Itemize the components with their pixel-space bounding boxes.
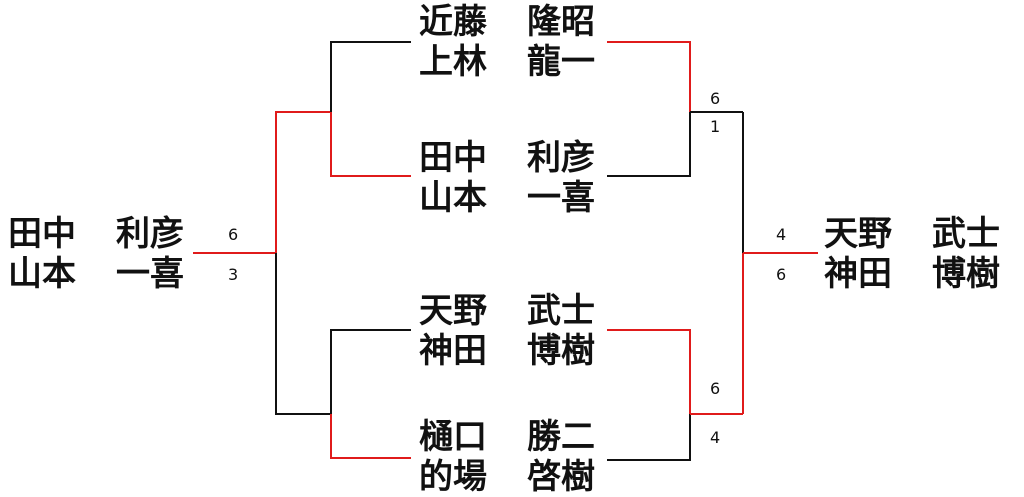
team-r1-bottom: 樋口勝二 的場啓樹 [419, 417, 619, 497]
player-given-name: 武士 [932, 214, 1000, 254]
player-given-name: 博樹 [932, 254, 1000, 294]
team-champion-left: 田中利彦 山本一喜 [8, 214, 208, 294]
player-surname: 山本 [419, 178, 487, 218]
score-final-left-bottom: 3 [228, 265, 239, 284]
team-right-finalist: 天野武士 神田博樹 [824, 214, 1024, 294]
player-surname: 樋口 [419, 417, 487, 457]
player-given-name: 龍一 [527, 42, 595, 82]
player-surname: 神田 [824, 254, 892, 294]
player-surname: 神田 [419, 331, 487, 371]
score-semi-bottom-upper: 6 [710, 379, 721, 398]
player-given-name: 利彦 [116, 214, 184, 254]
upper-pair-top-line [330, 41, 411, 112]
player-surname: 山本 [8, 254, 76, 294]
team-r1-top: 近藤隆昭 上林龍一 [419, 2, 619, 82]
player-given-name: 利彦 [527, 138, 595, 178]
lower-pair-bottom-line [330, 414, 411, 459]
player-given-name: 武士 [527, 291, 595, 331]
team-r1-second: 田中利彦 山本一喜 [419, 138, 619, 218]
upper-right-top-line [607, 41, 691, 112]
lower-right-top-line [607, 329, 691, 414]
left-bracket-lower-spine [275, 253, 331, 415]
player-given-name: 隆昭 [527, 2, 595, 42]
score-right-final-upper: 4 [776, 225, 787, 244]
player-surname: 田中 [8, 214, 76, 254]
score-right-final-lower: 6 [776, 265, 787, 284]
player-surname: 天野 [419, 291, 487, 331]
lower-right-bottom-line [607, 414, 691, 461]
player-surname: 的場 [419, 457, 487, 497]
left-bracket-upper-spine [275, 111, 331, 253]
player-given-name: 一喜 [527, 178, 595, 218]
player-given-name: 博樹 [527, 331, 595, 371]
upper-right-bottom-line [607, 112, 691, 177]
player-surname: 近藤 [419, 2, 487, 42]
player-given-name: 啓樹 [527, 457, 595, 497]
score-final-left-top: 6 [228, 225, 239, 244]
score-semi-top-upper: 6 [710, 89, 721, 108]
lower-pair-top-line [330, 329, 411, 414]
player-surname: 上林 [419, 42, 487, 82]
player-given-name: 勝二 [527, 417, 595, 457]
player-given-name: 一喜 [116, 254, 184, 294]
score-semi-bottom-lower: 4 [710, 428, 721, 447]
player-surname: 田中 [419, 138, 487, 178]
team-r1-third: 天野武士 神田博樹 [419, 291, 619, 371]
score-semi-top-lower: 1 [710, 117, 721, 136]
upper-pair-bottom-line [330, 112, 411, 177]
player-surname: 天野 [824, 214, 892, 254]
